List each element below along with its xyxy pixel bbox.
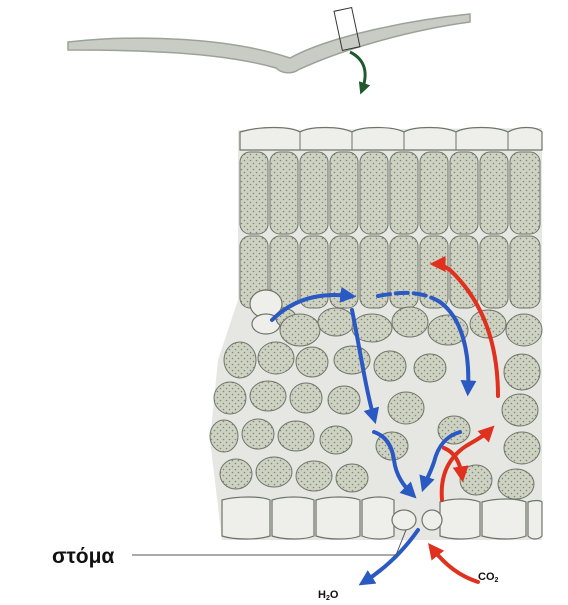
zoom-arrow [350,52,365,90]
stoma-label: στόμα [52,546,114,567]
upper-epidermis [240,128,542,151]
water-label: H2O [318,590,338,602]
co2-arrow-in [432,548,478,582]
leaf-overview [68,8,470,90]
co2-label: CO2 [478,572,498,584]
lower-epidermis [222,497,542,539]
leaf-tissue [210,128,542,541]
